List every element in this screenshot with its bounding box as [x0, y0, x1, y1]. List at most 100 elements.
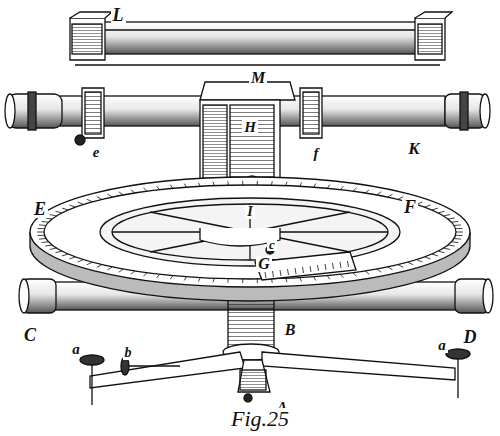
graduation-tick	[62, 208, 68, 210]
part-letter: F	[402, 198, 418, 216]
graduation-tick	[50, 248, 57, 249]
graduation-tick	[78, 202, 84, 204]
graduation-tick	[455, 235, 462, 236]
part-letter: b	[123, 346, 134, 360]
graduation-tick	[69, 257, 75, 259]
part-letter: a	[70, 342, 82, 357]
graduation-tick	[417, 260, 423, 262]
part-letter: H	[242, 120, 258, 135]
graduation-tick	[198, 183, 200, 187]
graduation-tick	[170, 185, 173, 189]
part-letter: L	[111, 6, 126, 24]
graduation-tick	[50, 215, 57, 216]
graduation-tick	[444, 215, 451, 216]
graduation-tick	[45, 218, 52, 219]
graduation-tick	[87, 199, 92, 202]
graduation-tick	[97, 265, 102, 268]
graduation-tick	[314, 183, 316, 187]
graduation-tick	[39, 224, 46, 226]
part-letter: C	[22, 326, 38, 344]
graduation-tick	[265, 272, 266, 278]
part-letter: e	[91, 145, 102, 160]
graduation-tick	[333, 263, 334, 269]
graduation-tick	[45, 245, 52, 246]
graduation-tick	[365, 271, 369, 274]
figure-caption: Fig.25	[229, 408, 291, 430]
graduation-tick	[119, 269, 123, 272]
graduation-tick	[448, 218, 455, 219]
graduation-tick	[448, 245, 455, 246]
graduation-tick	[184, 277, 186, 281]
graduation-tick	[271, 279, 273, 283]
graduation-tick	[432, 254, 438, 256]
graduation-tick	[318, 265, 319, 271]
graduation-tick	[119, 192, 123, 195]
graduation-tick	[273, 271, 274, 277]
graduation-tick	[365, 190, 369, 193]
graduation-tick	[388, 267, 393, 270]
graduation-tick	[97, 197, 102, 200]
graduation-tick	[37, 232, 44, 233]
graduation-tick	[55, 251, 61, 253]
graduation-tick	[388, 194, 393, 197]
graduation-tick	[455, 228, 462, 229]
graduation-tick	[310, 266, 311, 272]
part-letter: M	[249, 70, 267, 86]
graduation-tick	[456, 232, 463, 233]
graduation-tick	[451, 221, 458, 223]
graduation-tick	[377, 192, 381, 195]
graduation-tick	[39, 238, 46, 240]
graduation-tick	[87, 262, 92, 265]
graduation-tick	[303, 267, 304, 273]
graduation-tick	[69, 205, 75, 207]
graduation-tick	[157, 186, 160, 190]
graduation-tick	[62, 254, 68, 256]
graduation-tick	[425, 205, 431, 207]
graduation-tick	[353, 273, 357, 276]
part-letter: I	[245, 205, 254, 219]
graduation-tick	[55, 211, 61, 213]
graduation-tick	[78, 260, 84, 262]
graduation-tick	[227, 279, 229, 283]
graduation-tick	[131, 190, 135, 193]
graduation-tick	[377, 269, 381, 272]
graduation-tick	[213, 182, 214, 186]
graduation-tick	[257, 279, 258, 283]
graduation-tick	[444, 248, 451, 249]
graduation-tick	[42, 241, 49, 243]
graduation-tick	[340, 274, 343, 278]
graduation-tick	[280, 270, 281, 276]
graduation-tick	[131, 271, 135, 274]
graduation-tick	[184, 183, 186, 187]
graduation-tick	[408, 262, 413, 265]
graduation-tick	[300, 183, 302, 187]
graduation-tick	[295, 268, 296, 274]
part-letter: a	[436, 338, 448, 353]
graduation-tick	[325, 264, 326, 270]
graduation-tick	[398, 265, 403, 268]
graduation-tick	[286, 278, 287, 282]
part-letter: E	[32, 200, 48, 218]
graduation-tick	[38, 228, 45, 229]
graduation-tick	[353, 188, 357, 191]
graduation-tick	[242, 181, 243, 185]
graduation-tick	[314, 277, 316, 281]
graduation-tick	[438, 211, 444, 213]
part-letter: D	[462, 328, 479, 346]
graduation-tick	[288, 269, 289, 275]
graduation-tick	[454, 238, 461, 240]
graduation-tick	[271, 181, 273, 185]
part-letter: c	[267, 238, 277, 251]
graduation-tick	[213, 278, 214, 282]
graduation-tick	[438, 251, 444, 253]
graduation-tick	[157, 274, 160, 278]
graduation-tick	[170, 276, 173, 280]
graduation-tick	[454, 224, 461, 226]
graduation-tick	[38, 235, 45, 236]
graduation-tick	[451, 241, 458, 243]
graduation-tick	[107, 267, 112, 270]
graduation-tick	[198, 278, 200, 282]
part-letter: B	[283, 322, 298, 338]
part-letter: K	[406, 140, 421, 157]
